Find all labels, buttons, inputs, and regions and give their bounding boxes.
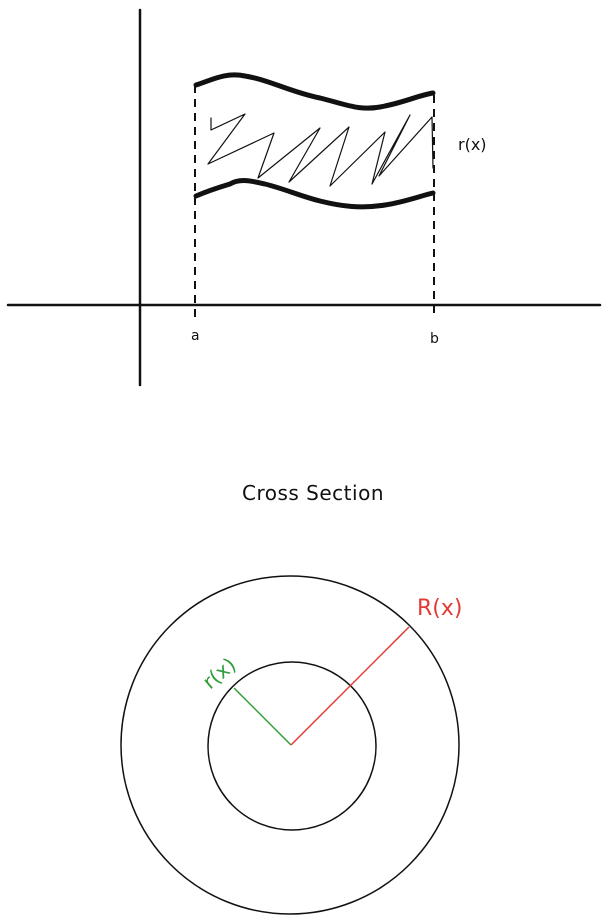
hatch-zigzag: [207, 113, 434, 187]
cross-section: r(x) R(x): [120, 575, 462, 915]
upper-curve: [193, 72, 436, 111]
inner-radius-label: r(x): [198, 653, 241, 694]
outer-radius-label: R(x): [417, 596, 462, 621]
lower-curve: [193, 178, 436, 210]
outer-circle: [120, 575, 460, 915]
graph-top: r(x) a b: [6, 8, 602, 387]
b-label: b: [430, 331, 439, 347]
r-of-x-label: r(x): [458, 135, 487, 154]
a-label: a: [191, 328, 200, 344]
inner-radius-line: [233, 687, 292, 746]
inner-circle: [207, 661, 377, 831]
outer-radius-line: [290, 626, 410, 746]
section-title: Cross Section: [242, 481, 384, 505]
